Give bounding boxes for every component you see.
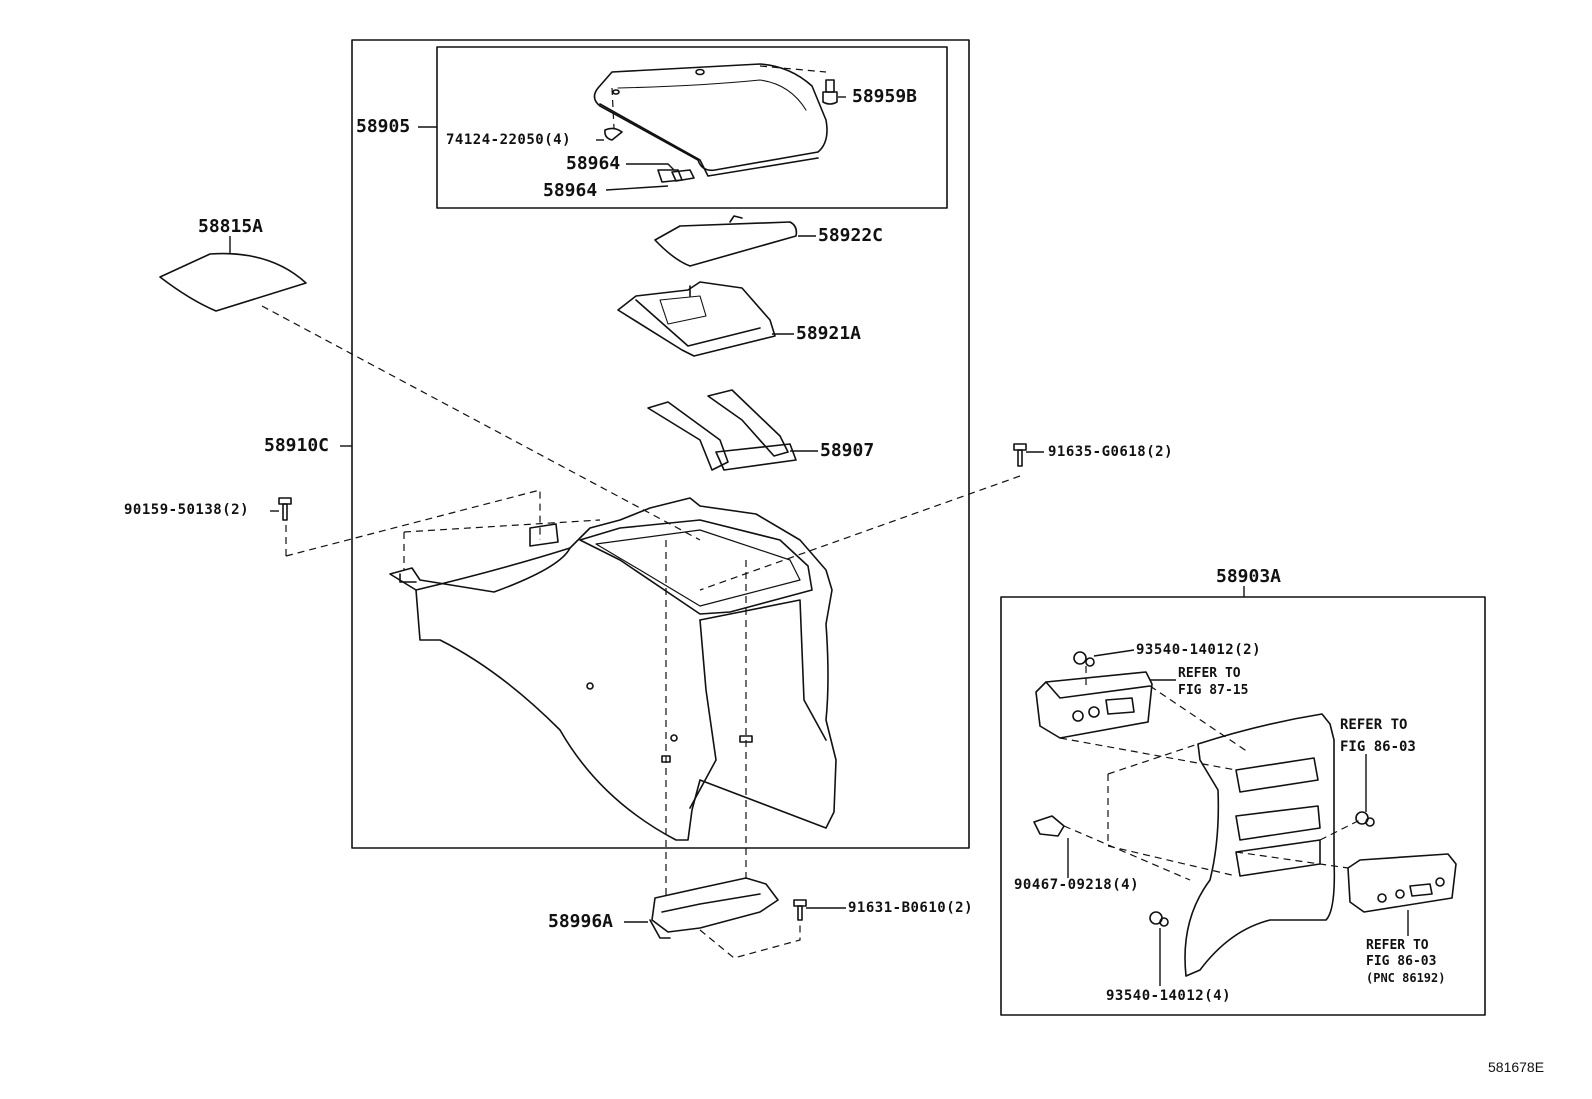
- part-label-74124-22050: 74124-22050(4): [446, 132, 572, 148]
- bolt-91631: [793, 899, 807, 921]
- bracket-58996a: [649, 877, 779, 939]
- armrest-subassembly-frame: [436, 46, 948, 209]
- part-label-58921a: 58921A: [796, 323, 862, 344]
- tray-58921a: [617, 281, 776, 357]
- switch-module-86-03: [1347, 853, 1457, 913]
- clip-90467: [1033, 815, 1065, 837]
- reference-line: REFER TO: [1340, 717, 1408, 733]
- reference-line: (PNC 86192): [1366, 971, 1446, 985]
- bolt-58959b: [822, 79, 838, 105]
- reference-note-fig-87-15: REFER TO FIG 87-15: [1178, 665, 1248, 699]
- reference-line: FIG 87-15: [1178, 683, 1249, 698]
- part-label-58959b: 58959B: [852, 86, 918, 107]
- reference-line: FIG 86-03: [1340, 739, 1416, 755]
- panel-subassembly-frame: [1000, 596, 1486, 1016]
- cover-58922c: [654, 215, 798, 267]
- part-label-93540-14012-upper: 93540-14012(2): [1136, 642, 1262, 658]
- part-label-58964-lower: 58964: [543, 180, 598, 201]
- reference-note-fig-86-03-pnc: REFER TO FIG 86-03 (PNC 86192): [1366, 938, 1445, 986]
- bolt-91635: [1013, 443, 1027, 467]
- pad-58815a: [159, 252, 307, 312]
- hinge-58907: [647, 389, 797, 471]
- diagram-id: 581678E: [1488, 1059, 1545, 1075]
- screw-93540-a: [1073, 651, 1095, 667]
- reference-line: REFER TO: [1178, 666, 1241, 681]
- part-label-58996a: 58996A: [548, 911, 614, 932]
- part-label-91635-g0618: 91635-G0618(2): [1048, 444, 1174, 460]
- switch-module-87-15: [1035, 671, 1153, 739]
- console-body-58910c: [389, 497, 837, 841]
- armrest-lid: [593, 63, 828, 177]
- part-label-91631-b0610: 91631-B0610(2): [848, 900, 974, 916]
- part-label-58903a: 58903A: [1216, 566, 1282, 587]
- center-panel-58903a: [1184, 713, 1336, 977]
- reference-note-fig-86-03-side: REFER TO FIG 86-03: [1340, 714, 1416, 758]
- part-label-90467-09218: 90467-09218(4): [1014, 877, 1140, 893]
- part-label-58922c: 58922C: [818, 225, 884, 246]
- clip-58964: [657, 169, 695, 183]
- main-assembly-frame: [351, 39, 970, 849]
- reference-line: FIG 86-03: [1366, 954, 1437, 969]
- part-label-58907: 58907: [820, 440, 875, 461]
- part-label-58964-upper: 58964: [566, 153, 621, 174]
- part-label-90159-50138: 90159-50138(2): [124, 502, 250, 518]
- screw-93540-b: [1149, 911, 1169, 927]
- bolt-90159: [278, 497, 292, 521]
- clip-74124: [604, 127, 623, 141]
- reference-line: REFER TO: [1366, 938, 1429, 953]
- part-label-58905: 58905: [356, 116, 411, 137]
- part-label-93540-14012-lower: 93540-14012(4): [1106, 988, 1232, 1004]
- screw-86-03-side: [1355, 811, 1375, 827]
- part-label-58815a: 58815A: [198, 216, 264, 237]
- part-label-58910c: 58910C: [264, 435, 330, 456]
